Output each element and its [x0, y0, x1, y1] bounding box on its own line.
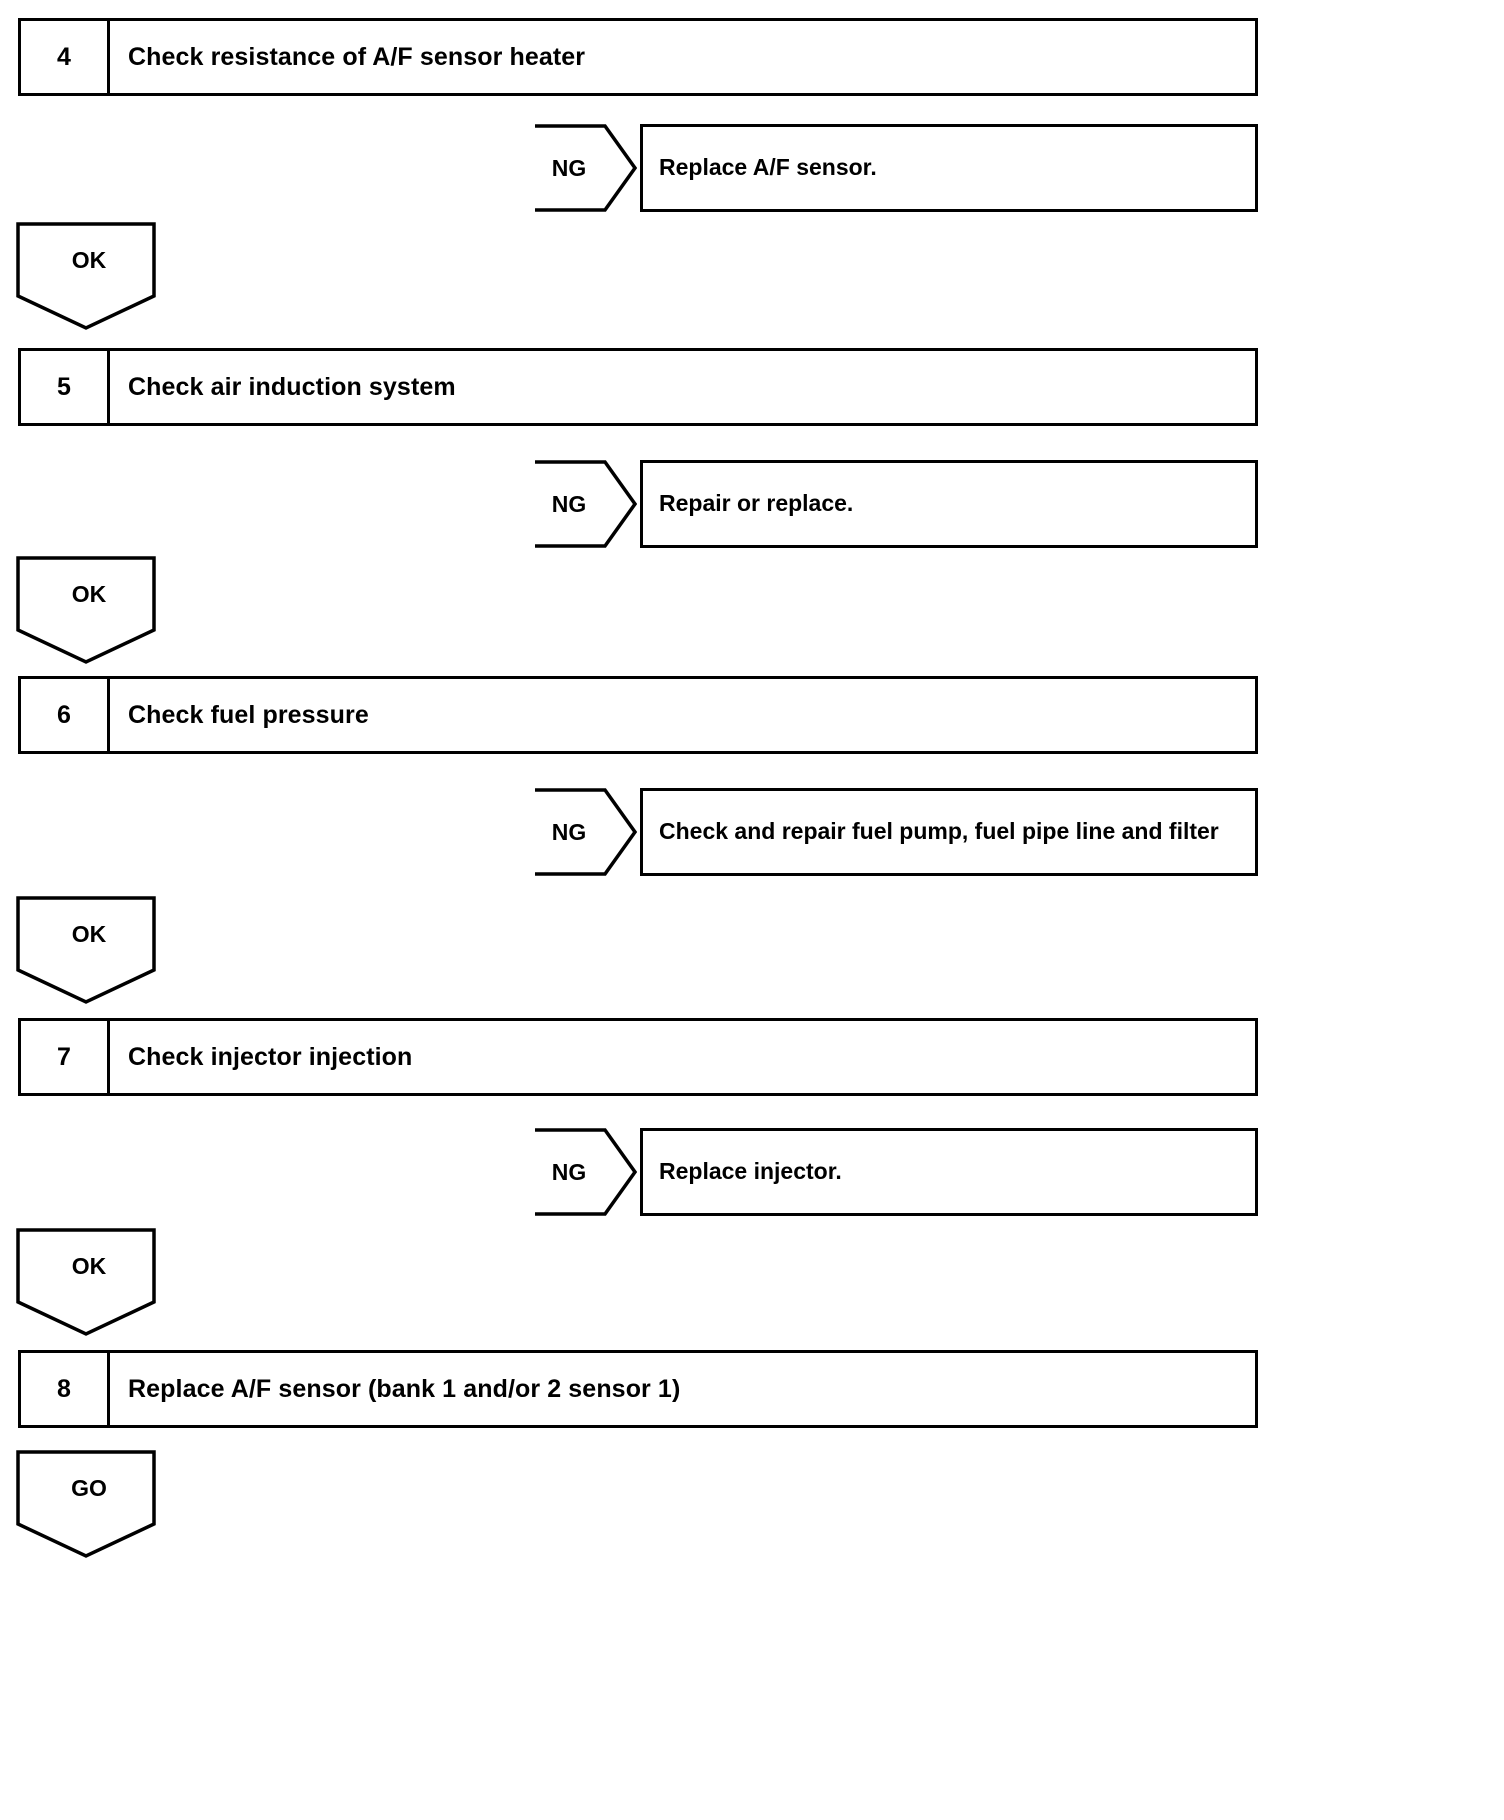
connector-label-ok-1: OK	[71, 246, 107, 273]
step-number-6: 6	[21, 679, 110, 751]
connector-label-ok-4: OK	[71, 1252, 107, 1279]
branch-tag-label-2: NG	[551, 490, 587, 517]
step-title-8: Replace A/F sensor (bank 1 and/or 2 sens…	[128, 1374, 681, 1403]
step-number-7: 7	[21, 1021, 110, 1093]
branch-action-box-4[interactable]: Replace injector.	[640, 1128, 1258, 1216]
step-box-8[interactable]: 8 Replace A/F sensor (bank 1 and/or 2 se…	[18, 1350, 1258, 1428]
step-title-6: Check fuel pressure	[128, 700, 369, 729]
connector-ok-2: OK	[16, 556, 156, 664]
step-title-4: Check resistance of A/F sensor heater	[128, 42, 586, 71]
connector-label-ok-2: OK	[71, 580, 107, 607]
connector-ok-1: OK	[16, 222, 156, 330]
step-box-7[interactable]: 7 Check injector injection	[18, 1018, 1258, 1096]
step-number-5: 5	[21, 351, 110, 423]
branch-tag-label-4: NG	[551, 1158, 587, 1185]
step-box-4[interactable]: 4 Check resistance of A/F sensor heater	[18, 18, 1258, 96]
ng-pentagon-icon-3: NG	[533, 788, 637, 876]
step-title-5: Check air induction system	[128, 372, 456, 401]
step-number-8: 8	[21, 1353, 110, 1425]
branch-action-box-3[interactable]: Check and repair fuel pump, fuel pipe li…	[640, 788, 1258, 876]
connector-ok-4: OK	[16, 1228, 156, 1336]
connector-go: GO	[16, 1450, 156, 1558]
connector-label-ok-3: OK	[71, 920, 107, 947]
ng-pentagon-icon-2: NG	[533, 460, 637, 548]
branch-action-box-1[interactable]: Replace A/F sensor.	[640, 124, 1258, 212]
branch-tag-label-3: NG	[551, 818, 587, 845]
connector-label-go: GO	[71, 1474, 107, 1501]
ng-pentagon-icon-1: NG	[533, 124, 637, 212]
branch-tag-label-1: NG	[551, 154, 587, 181]
connector-ok-3: OK	[16, 896, 156, 1004]
step-number-4: 4	[21, 21, 110, 93]
step-title-7: Check injector injection	[128, 1042, 413, 1071]
branch-action-box-2[interactable]: Repair or replace.	[640, 460, 1258, 548]
ng-pentagon-icon-4: NG	[533, 1128, 637, 1216]
step-box-5[interactable]: 5 Check air induction system	[18, 348, 1258, 426]
step-box-6[interactable]: 6 Check fuel pressure	[18, 676, 1258, 754]
